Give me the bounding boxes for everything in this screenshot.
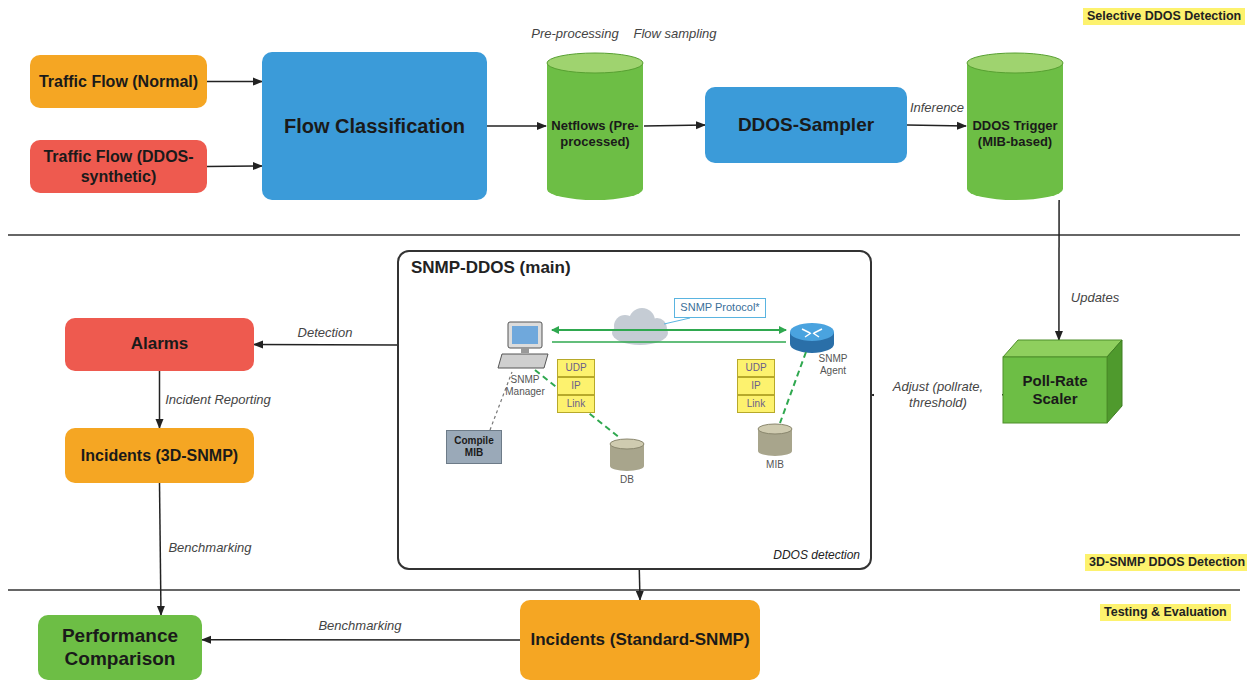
- callout-pointer: [664, 318, 690, 324]
- data-cylinder: DDOS Trigger (MIB-based): [966, 52, 1064, 200]
- cylinder-body: [547, 63, 643, 200]
- network-cloud: [612, 308, 668, 345]
- flow-arrow: [207, 81, 262, 83]
- edge-label: Inference: [907, 100, 967, 116]
- stack-layer: IP: [737, 377, 775, 395]
- node-text: UDP: [745, 362, 766, 374]
- stack-layer: UDP: [737, 359, 775, 377]
- flow-arrow: [644, 125, 705, 126]
- flow-arrow: [907, 125, 966, 126]
- node-text: Alarms: [131, 334, 189, 354]
- compile-box: Compile MIB: [446, 430, 502, 464]
- storage-link: [780, 352, 806, 423]
- node-text: IP: [751, 380, 760, 392]
- flow-arrow: [254, 344, 397, 346]
- box3d-side: [1107, 340, 1122, 423]
- alarm-box: Alarms: [65, 318, 254, 371]
- store-label: DB: [612, 474, 642, 486]
- flow-arrow: [1058, 200, 1060, 340]
- node-text: Poll-Rate Scaler: [1005, 372, 1105, 408]
- edge-label: Pre-processing: [528, 26, 621, 42]
- mib-cylinder: [758, 424, 792, 456]
- section-divider: [8, 234, 1240, 236]
- section-divider: [8, 589, 1240, 591]
- storage-link: [535, 370, 620, 438]
- flow-arrow: [202, 639, 520, 641]
- stack-layer: Link: [557, 395, 595, 413]
- node-text: IP: [571, 380, 580, 392]
- compile-link: [490, 372, 512, 430]
- section-label: 3D-SNMP DDOS Detection: [1085, 554, 1247, 571]
- manager-computer: [498, 322, 548, 368]
- node-text: Link: [747, 398, 765, 410]
- store-label: MIB: [758, 459, 792, 471]
- stack-layer: UDP: [557, 359, 595, 377]
- result-box: Performance Comparison: [38, 615, 202, 680]
- node-text: Incidents (Standard-SNMP): [530, 630, 749, 650]
- stack-layer: IP: [557, 377, 595, 395]
- db-cylinder: [610, 439, 644, 471]
- device-label: SNMP Agent: [808, 353, 858, 377]
- incident-box: Incidents (3D-SNMP): [65, 428, 254, 483]
- edge-label: Detection: [295, 325, 356, 341]
- agent-router: [790, 323, 834, 353]
- flow-arrow: [487, 125, 546, 127]
- scaler-box: Poll-Rate Scaler: [1003, 340, 1122, 423]
- flow-arrow: [207, 165, 262, 167]
- node-text: SNMP Protocol*: [680, 301, 759, 314]
- edge-label: Flow sampling: [630, 26, 719, 42]
- node-text: Traffic Flow (Normal): [39, 72, 198, 91]
- edge-label: Adjust (pollrate, threshold): [874, 379, 1002, 410]
- node-text: Netflows (Pre-processed): [550, 118, 640, 149]
- edge-label: Benchmarking: [165, 540, 254, 556]
- process-box: Flow Classification: [262, 52, 487, 200]
- cylinder-body: [967, 63, 1063, 200]
- device-label: SNMP Manager: [492, 374, 558, 398]
- source-box: Traffic Flow (Normal): [30, 55, 207, 108]
- flow-arrow: [159, 371, 161, 428]
- protocol-link: [552, 329, 786, 331]
- group-frame: SNMP-DDOS (main) DDOS detection SNMP Proto…: [397, 250, 872, 570]
- process-box: DDOS-Sampler: [705, 87, 907, 163]
- box3d-top: [1003, 340, 1122, 357]
- node-text: Flow Classification: [284, 114, 465, 138]
- source-box: Traffic Flow (DDOS-synthetic): [30, 140, 207, 193]
- protocol-link: [552, 341, 786, 343]
- node-text: Link: [567, 398, 585, 410]
- edge-label: Updates: [1068, 290, 1122, 306]
- cylinder-top: [547, 53, 643, 73]
- group-footnote: DDOS detection: [773, 548, 860, 562]
- stack-layer: Link: [737, 395, 775, 413]
- edge-label: Incident Reporting: [162, 392, 274, 408]
- node-text: DDOS-Sampler: [738, 114, 874, 137]
- section-label: Selective DDOS Detection: [1083, 8, 1245, 25]
- cylinder-top: [967, 53, 1063, 73]
- edge-label: Benchmarking: [315, 618, 404, 634]
- node-text: DDOS Trigger (MIB-based): [970, 118, 1060, 149]
- node-text: Traffic Flow (DDOS-synthetic): [38, 147, 199, 185]
- flow-arrow: [639, 570, 641, 600]
- node-text: Incidents (3D-SNMP): [81, 446, 238, 465]
- node-text: Performance Comparison: [46, 625, 194, 671]
- box3d-front: [1003, 357, 1107, 423]
- incident-box: Incidents (Standard-SNMP): [520, 600, 760, 680]
- flow-arrow: [160, 483, 162, 615]
- node-text: UDP: [565, 362, 586, 374]
- data-cylinder: Netflows (Pre-processed): [546, 52, 644, 200]
- section-label: Testing & Evaluation: [1100, 604, 1231, 621]
- callout-box: SNMP Protocol*: [674, 298, 766, 318]
- group-heading: SNMP-DDOS (main): [411, 258, 571, 278]
- node-text: Compile MIB: [449, 435, 499, 459]
